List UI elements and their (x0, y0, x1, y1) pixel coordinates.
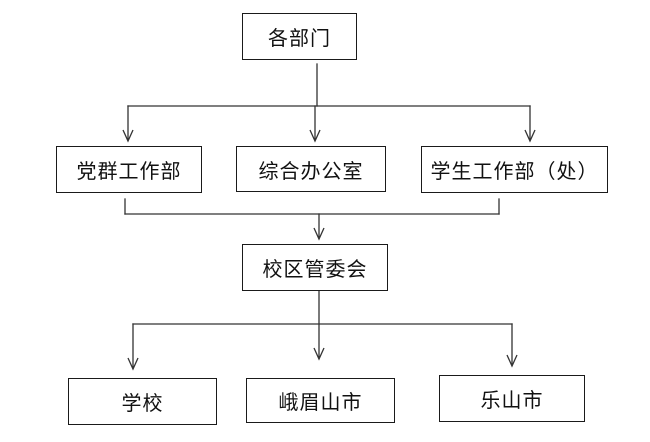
node-general-office: 综合办公室 (236, 146, 386, 192)
node-school: 学校 (68, 378, 217, 425)
node-campus-committee: 校区管委会 (242, 244, 388, 291)
arrowhead-target-left (127, 357, 139, 371)
node-leshan-city: 乐山市 (439, 375, 585, 422)
node-label: 乐山市 (480, 388, 544, 412)
arrowhead-dept-center (309, 129, 321, 143)
node-all-departments: 各部门 (242, 13, 357, 60)
arrowhead-dept-left (122, 129, 134, 143)
node-student-affairs-dept: 学生工作部（处） (421, 146, 608, 193)
node-emeishan-city: 峨眉山市 (246, 378, 395, 423)
node-label: 各部门 (268, 26, 331, 50)
arrowhead-mid (313, 227, 325, 241)
node-label: 校区管委会 (262, 257, 368, 281)
arrowhead-dept-right (524, 129, 536, 143)
node-label: 党群工作部 (76, 159, 182, 183)
node-label: 学生工作部（处） (430, 159, 599, 183)
arrowhead-target-right (506, 354, 518, 368)
node-label: 综合办公室 (258, 158, 364, 183)
node-label: 峨眉山市 (278, 390, 363, 414)
node-label: 学校 (121, 391, 164, 415)
arrowhead-target-center (313, 347, 325, 361)
node-party-work-dept: 党群工作部 (56, 146, 202, 193)
